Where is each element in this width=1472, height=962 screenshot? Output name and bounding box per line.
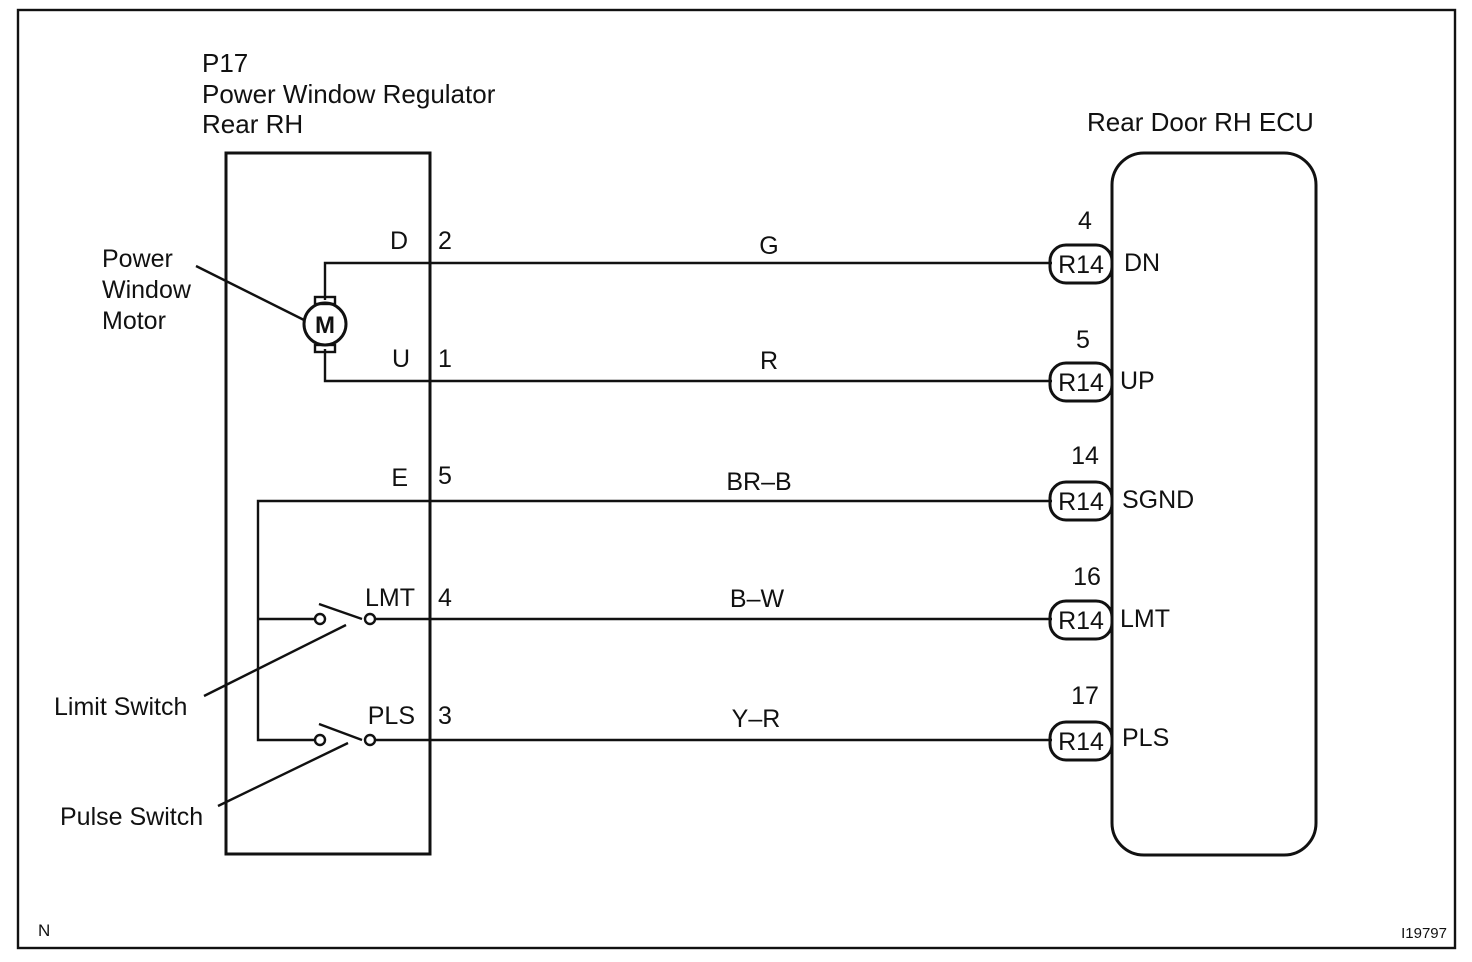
figure-id: I19797 (1401, 925, 1447, 942)
ecu-pin-14: 14 (1071, 442, 1099, 470)
reg-pin-3: 3 (438, 702, 452, 730)
ecu-pin-16: 16 (1073, 563, 1101, 591)
ecu-terminal-up: UP (1120, 367, 1155, 395)
reg-terminal-pls: PLS (368, 702, 415, 730)
ecu-terminals: 4 5 14 16 17 R14 R14 R14 R14 R14 DN UP S… (1048, 207, 1194, 762)
reg-pin-2: 2 (438, 227, 452, 255)
power-window-motor: M (302, 261, 1052, 383)
limit-switch-contact-a (313, 612, 327, 626)
ecu-terminal-sgnd: SGND (1122, 486, 1194, 514)
reg-terminal-u: U (392, 345, 410, 373)
limit-switch-contact-b (363, 612, 377, 626)
motor-label-line2: Window (102, 276, 192, 304)
motor-label-line1: Power (102, 245, 173, 273)
ecu-terminal-lmt: LMT (1120, 605, 1170, 633)
connector-r14-up (1048, 361, 1114, 403)
connector-r14-sgnd (1048, 480, 1114, 522)
connector-label-pls: R14 (1058, 728, 1104, 756)
wire-color-sgnd: BR–B (726, 468, 791, 496)
outer-frame (16, 8, 1457, 950)
wire-color-lmt: B–W (730, 585, 785, 613)
ecu-pin-4: 4 (1078, 207, 1092, 235)
reg-terminal-d: D (390, 227, 408, 255)
footer-left-code: N (38, 921, 50, 940)
limit-switch-blade (318, 602, 363, 621)
connector-label-lmt: R14 (1058, 607, 1104, 635)
regulator-position: Rear RH (202, 109, 303, 139)
pulse-switch-contact-b (363, 733, 377, 747)
reg-pin-5: 5 (438, 462, 452, 490)
ecu-title: Rear Door RH ECU (1087, 107, 1314, 137)
ecu-pin-5: 5 (1076, 326, 1090, 354)
motor-label-line3: Motor (102, 307, 166, 335)
common-ground-bus (256, 499, 1052, 742)
pulse-switch-leader (217, 741, 349, 808)
connector-label-sgnd: R14 (1058, 488, 1104, 516)
regulator-box (224, 151, 432, 856)
wire-color-dn: G (759, 232, 778, 260)
reg-terminal-lmt: LMT (365, 584, 415, 612)
ecu-pin-17: 17 (1071, 682, 1099, 710)
connector-r14-lmt (1048, 599, 1114, 641)
pulse-switch-blade (318, 722, 363, 742)
connector-label-dn: R14 (1058, 251, 1104, 279)
wire-color-pls: Y–R (732, 705, 781, 733)
motor-symbol: M (315, 312, 335, 339)
connector-r14-dn (1048, 243, 1114, 285)
connector-label-up: R14 (1058, 369, 1104, 397)
pulse-switch-label: Pulse Switch (60, 803, 203, 831)
regulator-terminals: D 2 U 1 E 5 LMT 4 PLS 3 (365, 227, 452, 730)
motor-icon (302, 301, 348, 347)
wire-colors: G R BR–B B–W Y–R (726, 232, 791, 733)
regulator-code: P17 (202, 48, 248, 78)
pulse-switch-contact-a (313, 733, 327, 747)
motor-leader-line (195, 264, 305, 322)
reg-pin-4: 4 (438, 584, 452, 612)
connector-r14-pls (1048, 720, 1114, 762)
ecu-terminal-dn: DN (1124, 249, 1160, 277)
regulator-name: Power Window Regulator (202, 79, 496, 109)
ecu-terminal-pls: PLS (1122, 724, 1169, 752)
reg-pin-1: 1 (438, 345, 452, 373)
reg-terminal-e: E (391, 464, 408, 492)
wire-color-up: R (760, 347, 778, 375)
limit-switch-leader (203, 623, 347, 698)
switch-network (256, 499, 1052, 747)
limit-switch-label: Limit Switch (54, 693, 187, 721)
